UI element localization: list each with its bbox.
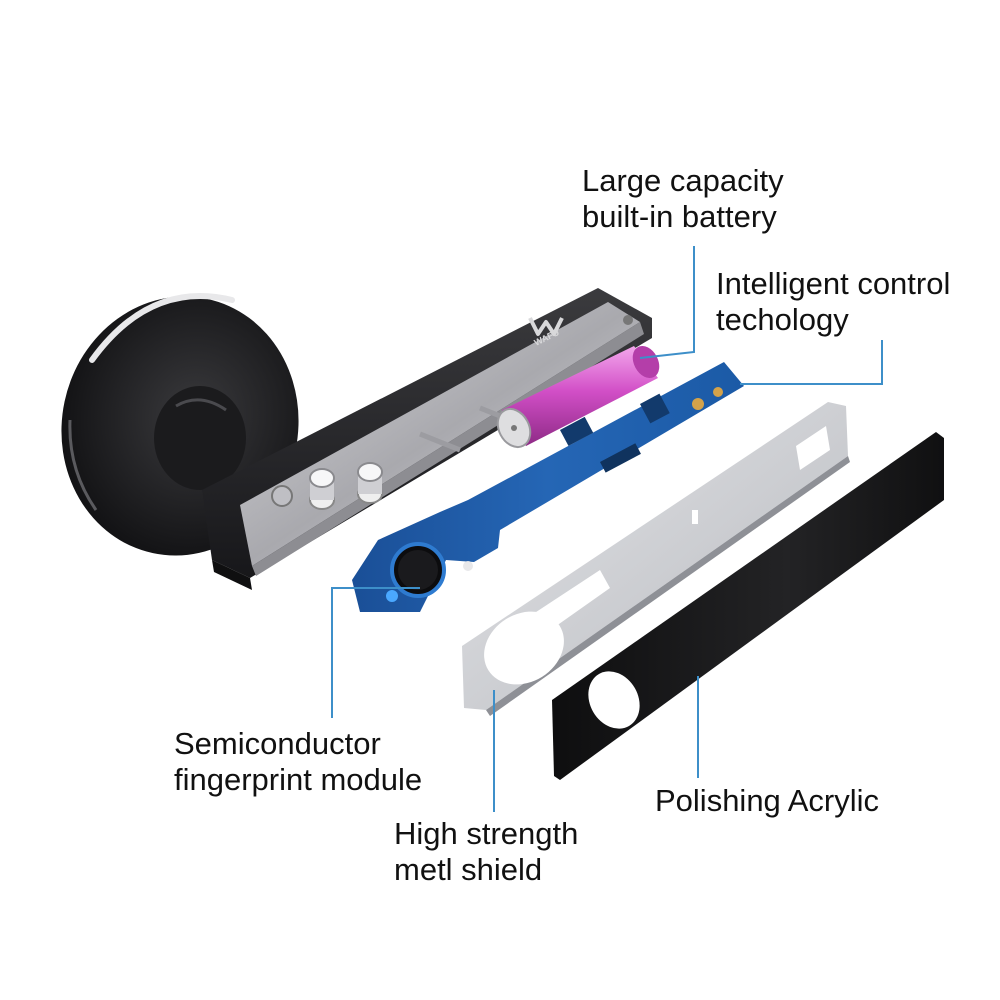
handle-body: WAFU <box>202 288 652 590</box>
leader-battery <box>639 246 695 359</box>
callout-fingerprint-line2: fingerprint module <box>174 762 423 797</box>
callout-control-line1: Intelligent control <box>716 266 951 301</box>
callout-acrylic-line1: Polishing Acrylic <box>655 783 879 818</box>
callout-battery-line1: Large capacity <box>582 163 784 198</box>
metal-shield <box>462 402 850 716</box>
leader-control <box>740 340 883 385</box>
acrylic-panel <box>552 432 944 780</box>
callout-fingerprint: Semiconductor fingerprint module <box>174 726 422 798</box>
callout-battery-line2: built-in battery <box>582 199 777 234</box>
callout-control-line2: techology <box>716 302 849 337</box>
callout-battery: Large capacity built-in battery <box>582 163 784 235</box>
callout-fingerprint-line1: Semiconductor <box>174 726 381 761</box>
callout-acrylic: Polishing Acrylic <box>655 783 879 819</box>
leader-lines <box>331 246 883 812</box>
callout-shield-line2: metl shield <box>394 852 543 887</box>
battery <box>496 345 660 449</box>
leader-fingerprint <box>331 587 420 718</box>
control-pcb <box>352 362 744 612</box>
callout-shield: High strength metl shield <box>394 816 578 888</box>
callout-control: Intelligent control techology <box>716 266 950 338</box>
callout-shield-line1: High strength <box>394 816 579 851</box>
